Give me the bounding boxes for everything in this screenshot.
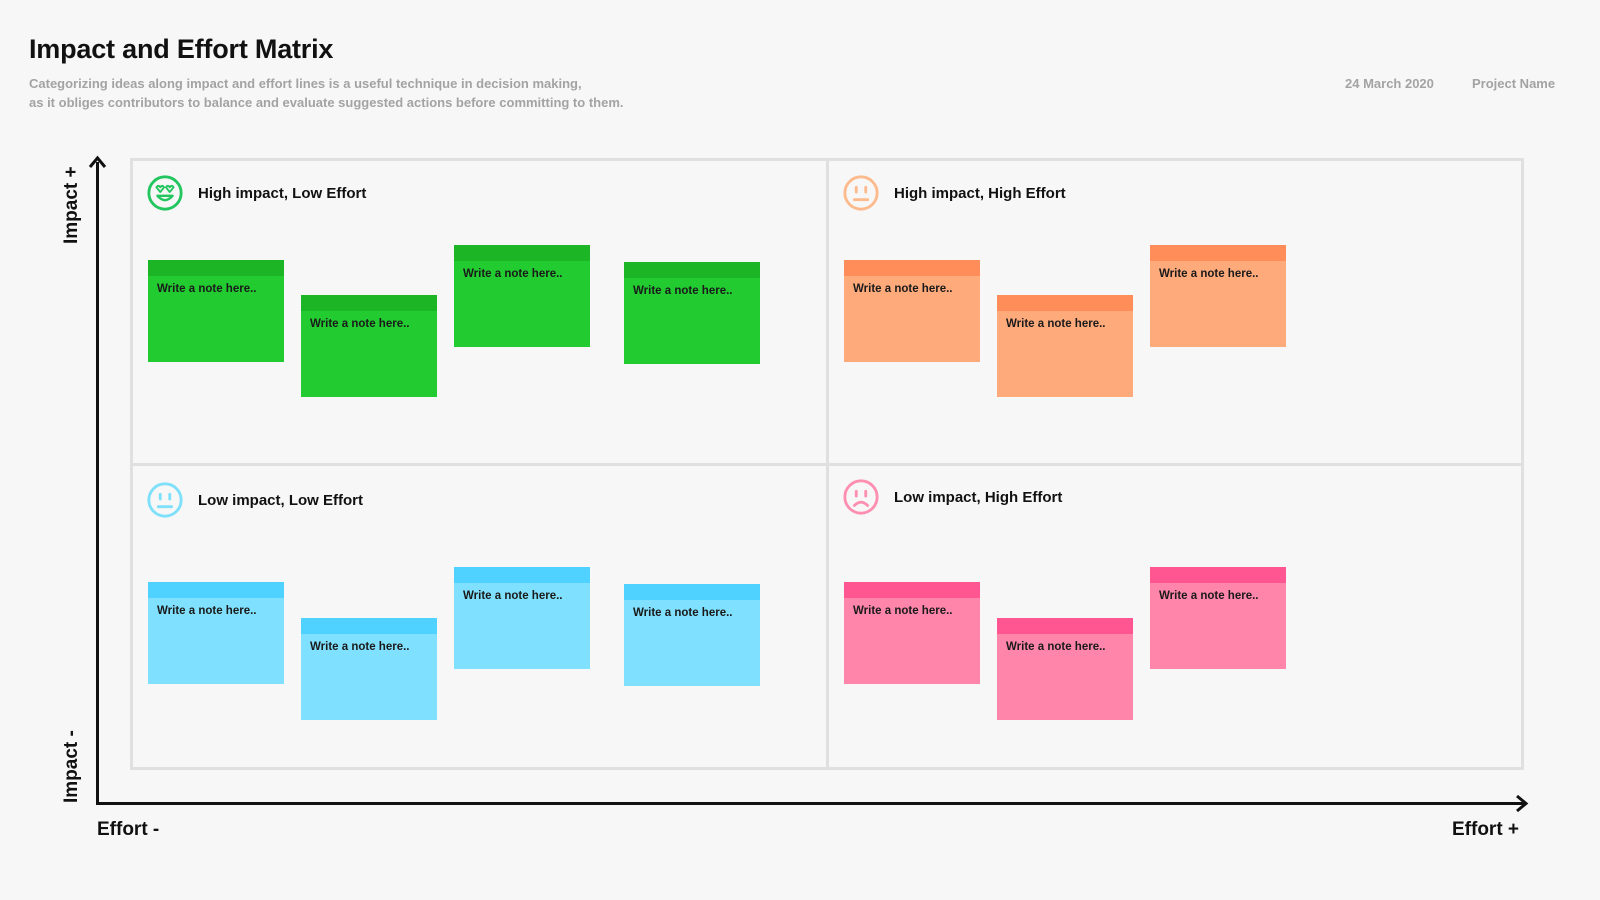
note-text: Write a note here.. xyxy=(157,605,257,617)
sticky-note[interactable]: Write a note here.. xyxy=(1150,567,1286,669)
sticky-note[interactable]: Write a note here.. xyxy=(148,582,284,684)
quadrant-header-low-impact-low-effort: Low impact, Low Effort xyxy=(146,481,363,519)
impact-minus-label: Impact - xyxy=(61,730,82,803)
quadrant-label: Low impact, High Effort xyxy=(894,488,1063,506)
note-strip xyxy=(997,618,1133,634)
note-text: Write a note here.. xyxy=(157,283,257,295)
horizontal-divider xyxy=(130,463,1524,466)
sticky-note[interactable]: Write a note here.. xyxy=(844,582,980,684)
neutral-face-icon xyxy=(147,482,183,518)
date-label: 24 March 2020 xyxy=(1345,76,1434,91)
quadrant-label: High impact, High Effort xyxy=(894,184,1066,202)
sticky-note[interactable]: Write a note here.. xyxy=(624,584,760,686)
sticky-note[interactable]: Write a note here.. xyxy=(454,245,590,347)
sticky-note[interactable]: Write a note here.. xyxy=(997,618,1133,720)
note-text: Write a note here.. xyxy=(853,605,953,617)
note-text: Write a note here.. xyxy=(853,283,953,295)
project-name-label: Project Name xyxy=(1472,76,1556,91)
note-strip xyxy=(301,618,437,634)
page-title: Impact and Effort Matrix xyxy=(29,34,334,64)
heart-eyes-face-icon xyxy=(147,175,183,211)
note-strip xyxy=(844,582,980,598)
arrow-up-icon xyxy=(88,155,107,168)
note-strip xyxy=(624,262,760,278)
quadrant-header-high-impact-low-effort: High impact, Low Effort xyxy=(146,174,366,212)
sticky-note[interactable]: Write a note here.. xyxy=(454,567,590,669)
impact-plus-label: Impact + xyxy=(61,166,82,244)
sticky-note[interactable]: Write a note here.. xyxy=(997,295,1133,397)
note-text: Write a note here.. xyxy=(633,285,733,297)
note-text: Write a note here.. xyxy=(1159,268,1259,280)
quadrant-header-high-impact-high-effort: High impact, High Effort xyxy=(842,174,1066,212)
note-text: Write a note here.. xyxy=(310,318,410,330)
note-text: Write a note here.. xyxy=(463,590,563,602)
impact-axis-line xyxy=(96,162,99,805)
note-strip xyxy=(454,245,590,261)
sad-face-icon xyxy=(843,479,879,515)
page-subtitle: Categorizing ideas along impact and effo… xyxy=(29,74,709,112)
quadrant-label: High impact, Low Effort xyxy=(198,184,367,202)
note-strip xyxy=(148,582,284,598)
note-strip xyxy=(301,295,437,311)
effort-axis-line xyxy=(96,802,1524,805)
note-strip xyxy=(997,295,1133,311)
sticky-note[interactable]: Write a note here.. xyxy=(1150,245,1286,347)
sticky-note[interactable]: Write a note here.. xyxy=(301,295,437,397)
sticky-note[interactable]: Write a note here.. xyxy=(844,260,980,362)
note-strip xyxy=(148,260,284,276)
sticky-note[interactable]: Write a note here.. xyxy=(301,618,437,720)
effort-minus-label: Effort - xyxy=(97,819,160,840)
note-strip xyxy=(844,260,980,276)
sticky-note[interactable]: Write a note here.. xyxy=(148,260,284,362)
sticky-note[interactable]: Write a note here.. xyxy=(624,262,760,364)
note-strip xyxy=(1150,567,1286,583)
note-strip xyxy=(624,584,760,600)
note-strip xyxy=(1150,245,1286,261)
neutral-face-icon xyxy=(843,175,879,211)
subtitle-line-1: Categorizing ideas along impact and effo… xyxy=(29,76,582,91)
note-text: Write a note here.. xyxy=(1159,590,1259,602)
quadrant-header-low-impact-high-effort: Low impact, High Effort xyxy=(842,478,1062,516)
note-text: Write a note here.. xyxy=(1006,318,1106,330)
arrow-right-icon xyxy=(1516,794,1529,813)
note-text: Write a note here.. xyxy=(633,607,733,619)
quadrant-label: Low impact, Low Effort xyxy=(198,491,363,509)
note-strip xyxy=(454,567,590,583)
effort-plus-label: Effort + xyxy=(1452,819,1520,840)
note-text: Write a note here.. xyxy=(310,641,410,653)
note-text: Write a note here.. xyxy=(1006,641,1106,653)
note-text: Write a note here.. xyxy=(463,268,563,280)
subtitle-line-2: as it obliges contributors to balance an… xyxy=(29,95,624,110)
